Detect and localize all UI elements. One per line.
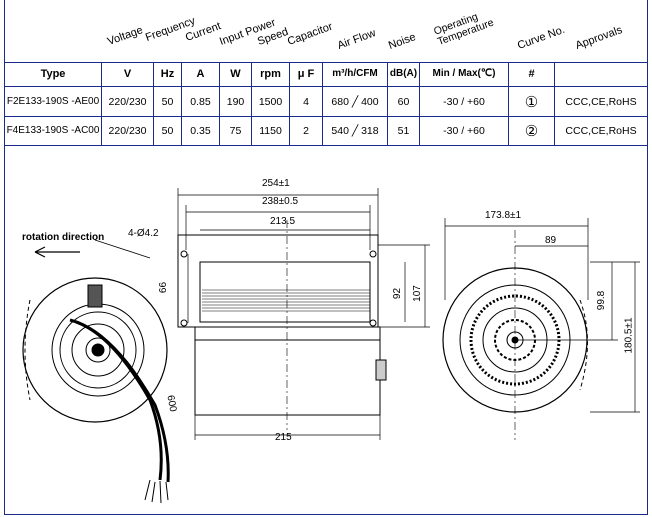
dim-89: 89 bbox=[545, 235, 557, 246]
cell-curve: ① bbox=[524, 94, 539, 111]
cell-noise: 51 bbox=[397, 125, 410, 137]
cell-rpm: 1500 bbox=[258, 96, 283, 108]
unit-noise: dB(A) bbox=[389, 68, 418, 79]
unit-hz: Hz bbox=[160, 68, 175, 80]
center-dimensions bbox=[177, 188, 430, 440]
table-rule bbox=[101, 62, 102, 145]
rotation-label: rotation direction bbox=[22, 232, 105, 243]
cell-curve: ② bbox=[524, 123, 539, 140]
table-rule bbox=[554, 62, 555, 145]
cell-type: F2E133-190S -AE00 bbox=[6, 96, 100, 107]
cell-temp: -30 / +60 bbox=[443, 125, 485, 137]
cell-cap: 2 bbox=[303, 125, 309, 137]
unit-current: A bbox=[196, 68, 205, 80]
dim-238: 238±0.5 bbox=[262, 196, 299, 207]
drawing-border bbox=[4, 145, 5, 515]
table-rule bbox=[251, 62, 252, 145]
dim-180: 180.5±1 bbox=[623, 317, 635, 354]
unit-type: Type bbox=[40, 68, 66, 80]
cell-temp: -30 / +60 bbox=[443, 96, 485, 108]
table-rule bbox=[4, 62, 648, 63]
right-dimensions bbox=[444, 218, 640, 413]
cell-approvals: CCC,CE,RoHS bbox=[565, 96, 637, 108]
table-rule bbox=[322, 62, 323, 145]
table-rule bbox=[4, 0, 5, 145]
cell-hz: 50 bbox=[161, 96, 174, 108]
rotation-arrow-icon bbox=[34, 246, 80, 258]
table-rule bbox=[508, 62, 509, 145]
drawing-border bbox=[4, 514, 648, 515]
center-view-housing bbox=[177, 220, 387, 430]
cell-current: 0.85 bbox=[190, 96, 211, 108]
cell-airflow: 680 ╱ 400 bbox=[331, 96, 379, 108]
table-rule bbox=[647, 0, 648, 145]
holes-label: 4-Ø4.2 bbox=[128, 228, 159, 239]
unit-airflow: m³/h/CFM bbox=[332, 68, 378, 79]
dim-66: 66 bbox=[158, 281, 170, 294]
cell-cap: 4 bbox=[303, 96, 309, 108]
cell-noise: 60 bbox=[397, 96, 410, 108]
dim-173: 173.8±1 bbox=[485, 210, 522, 221]
table-rule bbox=[181, 62, 182, 145]
table-rule bbox=[219, 62, 220, 145]
unit-voltage: V bbox=[123, 68, 132, 80]
cell-voltage: 220/230 bbox=[108, 96, 147, 108]
table-rule bbox=[153, 62, 154, 145]
cell-hz: 50 bbox=[161, 125, 174, 137]
dim-107: 107 bbox=[411, 285, 423, 302]
dim-215: 215 bbox=[275, 432, 292, 443]
unit-rpm: rpm bbox=[260, 68, 281, 80]
unit-power: W bbox=[230, 68, 241, 80]
table-rule bbox=[289, 62, 290, 145]
table-rule bbox=[4, 86, 648, 87]
table-rule bbox=[387, 62, 388, 145]
left-view-fan bbox=[22, 277, 170, 504]
unit-cap: μ F bbox=[297, 68, 315, 80]
cell-airflow: 540 ╱ 318 bbox=[331, 125, 379, 137]
cell-type: F4E133-190S -AC00 bbox=[6, 125, 100, 136]
right-view-fan bbox=[442, 230, 588, 440]
cell-power: 190 bbox=[226, 96, 245, 108]
dim-254: 254±1 bbox=[262, 178, 290, 189]
dim-99: 99.8 bbox=[596, 290, 608, 311]
cell-current: 0.35 bbox=[190, 125, 211, 137]
unit-temp: Min / Max(℃) bbox=[432, 68, 496, 79]
cell-power: 75 bbox=[229, 125, 242, 137]
table-rule bbox=[4, 145, 648, 146]
dim-213: 213.5 bbox=[270, 216, 296, 227]
table-rule bbox=[4, 116, 648, 117]
cell-rpm: 1150 bbox=[259, 125, 282, 137]
drawing-border bbox=[647, 145, 648, 515]
cell-approvals: CCC,CE,RoHS bbox=[565, 125, 637, 137]
table-rule bbox=[419, 62, 420, 145]
cell-voltage: 220/230 bbox=[108, 125, 147, 137]
unit-curve: # bbox=[528, 68, 535, 80]
dim-92: 92 bbox=[392, 287, 404, 300]
